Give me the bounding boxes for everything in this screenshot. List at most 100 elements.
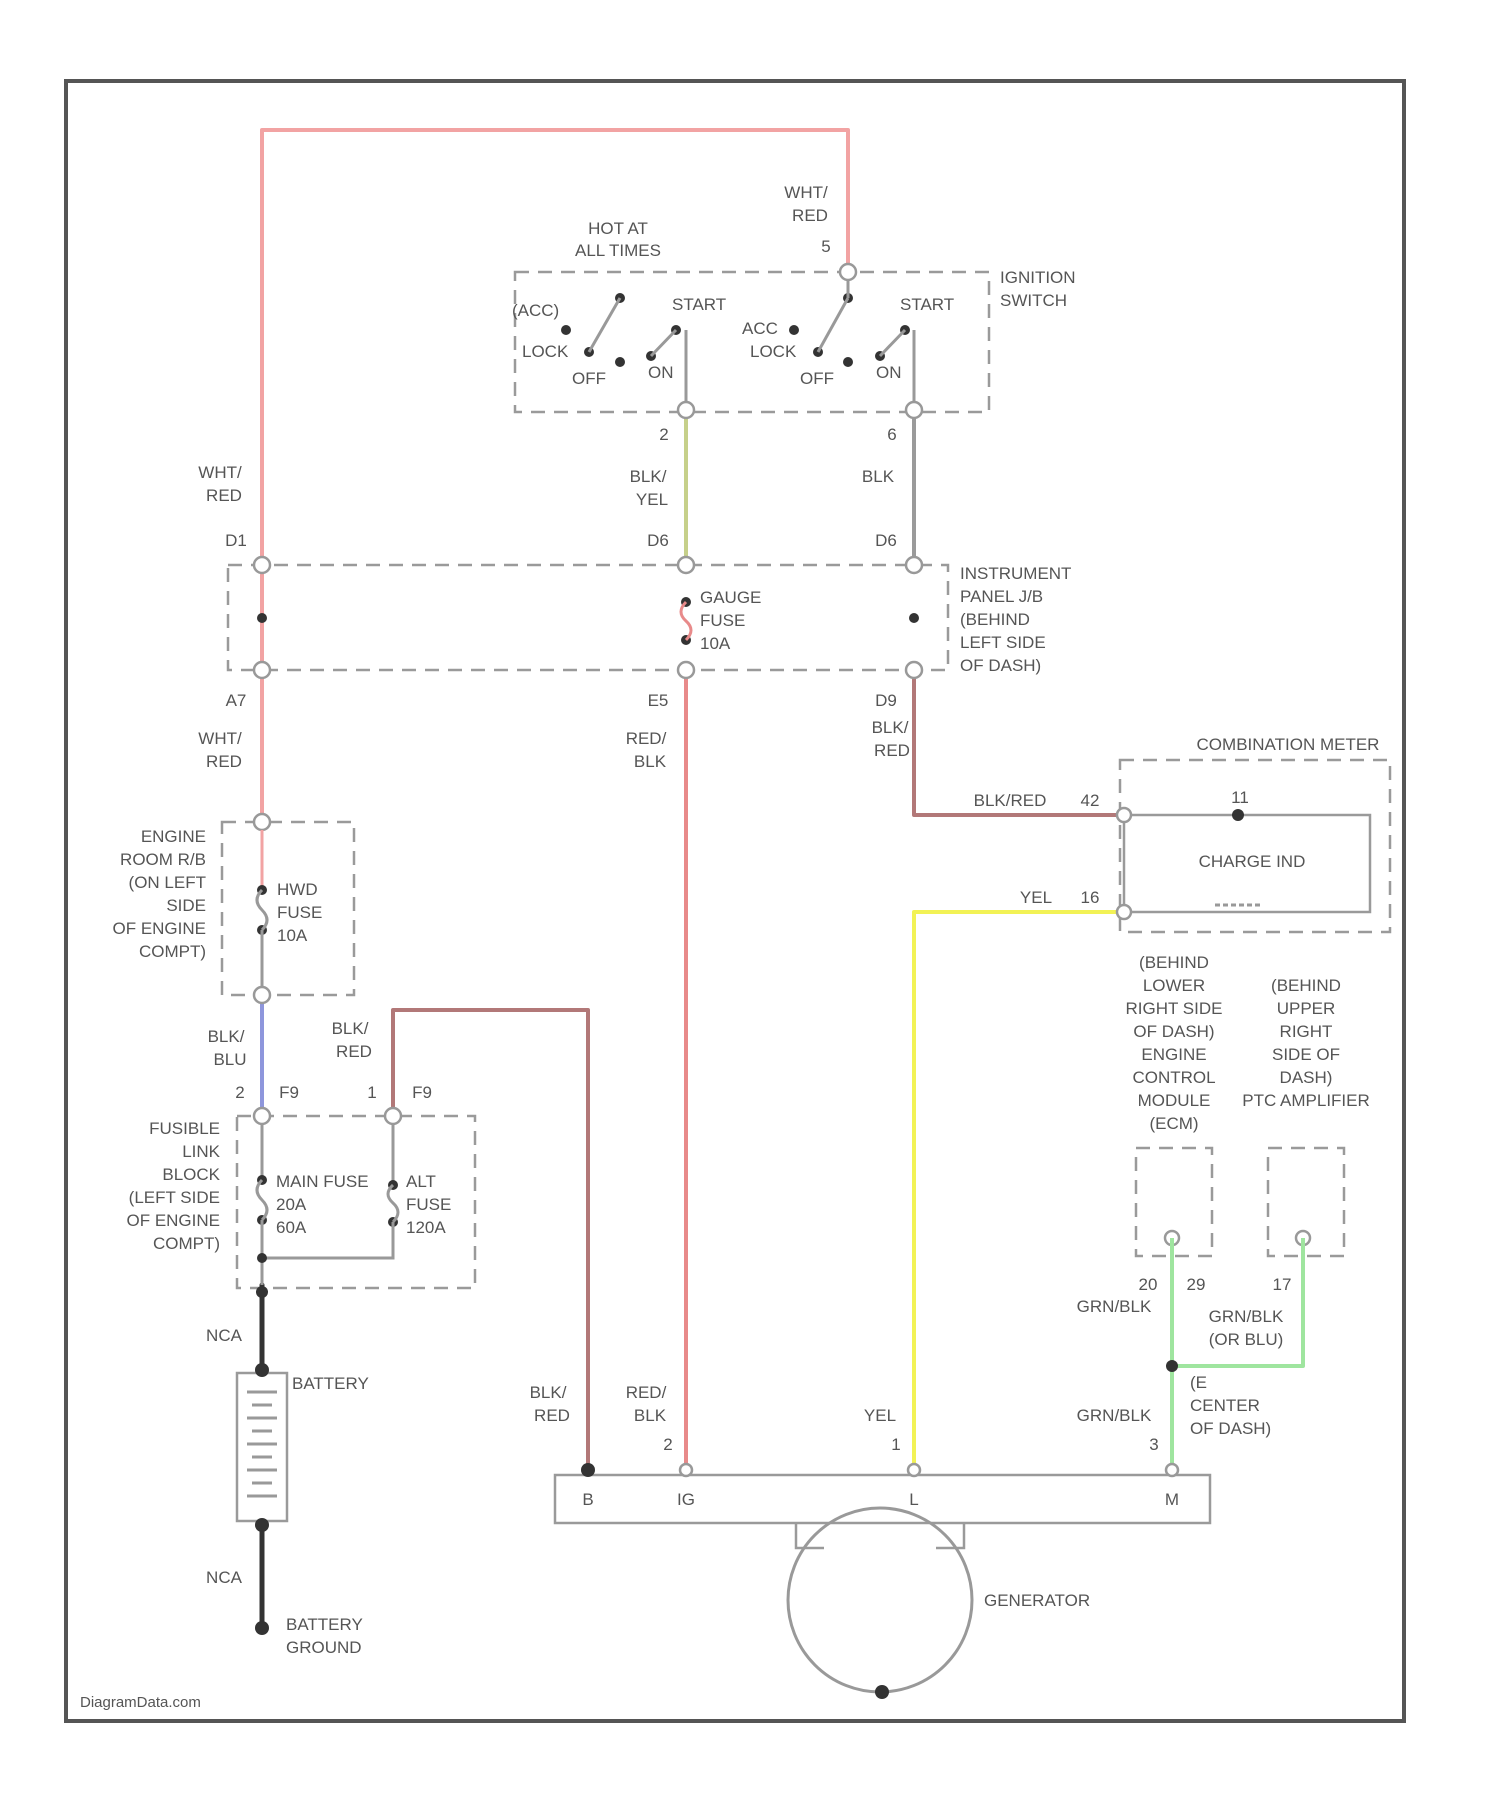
ecm-label-4: OF DASH) xyxy=(1133,1022,1214,1041)
ipjb-pin-bot-center: E5 xyxy=(648,691,669,710)
ignition-left-acc: (ACC) xyxy=(512,301,559,320)
gen-pin-m: 3 xyxy=(1149,1435,1158,1454)
wire-label-blk-blu-2: BLU xyxy=(213,1050,246,1069)
wire-label-ptc-out-2: (OR BLU) xyxy=(1209,1330,1284,1349)
ipjb-label-5: OF DASH) xyxy=(960,656,1041,675)
charge-ind-label: CHARGE IND xyxy=(1199,852,1306,871)
ipjb-pin-bot-left: A7 xyxy=(226,691,247,710)
ecm-label-6: CONTROL xyxy=(1132,1068,1215,1087)
battery-symbol xyxy=(237,1373,287,1521)
ptc-label-2: UPPER xyxy=(1277,999,1336,1018)
wire-label-blk-red-2: RED xyxy=(874,741,910,760)
gen-term-m-label: M xyxy=(1165,1490,1179,1509)
wire-label-left-top-2: RED xyxy=(206,486,242,505)
engine-room-rb-terminal-bottom xyxy=(254,987,270,1003)
ptc-label-3: RIGHT xyxy=(1280,1022,1333,1041)
fusible-label-5: OF ENGINE xyxy=(126,1211,220,1230)
engine-room-label-3: (ON LEFT xyxy=(129,873,206,892)
gen-term-b-label: B xyxy=(582,1490,593,1509)
wire-label-ptc-out-1: GRN/BLK xyxy=(1209,1307,1284,1326)
gen-term-ig-label: IG xyxy=(677,1490,695,1509)
gen-terminal-b xyxy=(581,1463,595,1477)
meter-pin-inner: 11 xyxy=(1231,788,1249,807)
wire-label-to-meter: BLK/RED xyxy=(974,791,1047,810)
wire-label-gen-b-1: BLK/ xyxy=(530,1383,567,1402)
ecm-label-2: LOWER xyxy=(1143,976,1205,995)
engine-room-label-5: OF ENGINE xyxy=(112,919,206,938)
battery-negative-post xyxy=(255,1518,269,1532)
fusible-pin-left: 2 xyxy=(235,1083,244,1102)
ipjb-pin-top-center: D6 xyxy=(647,531,669,550)
ignition-left-lock: LOCK xyxy=(522,342,569,361)
gauge-fuse-label-1: GAUGE xyxy=(700,588,761,607)
fusible-link-terminal-right xyxy=(385,1108,401,1124)
alt-fuse-label-2: FUSE xyxy=(406,1195,451,1214)
wire-label-alt-in-2: RED xyxy=(336,1042,372,1061)
ignition-switch-label-1: IGNITION xyxy=(1000,268,1076,287)
main-fuse-label-1: MAIN FUSE xyxy=(276,1172,369,1191)
ipjb-pin-top-right: D6 xyxy=(875,531,897,550)
ecm-pin-left: 20 xyxy=(1139,1275,1158,1294)
fusible-label-6: COMPT) xyxy=(153,1234,220,1253)
ptc-label-1: (BEHIND xyxy=(1271,976,1341,995)
wire-label-gen-ig-1: RED/ xyxy=(626,1383,667,1402)
fusible-link-junction xyxy=(257,1253,267,1263)
ipjb-label-4: LEFT SIDE xyxy=(960,633,1046,652)
ignition-pin-right: 6 xyxy=(887,425,896,444)
fusible-pin-right: 1 xyxy=(367,1083,376,1102)
meter-terminal-top xyxy=(1117,808,1131,822)
meter-pin-top: 42 xyxy=(1081,791,1100,810)
fusible-link-terminal-left xyxy=(254,1108,270,1124)
ipjb-terminal-bot-right xyxy=(906,662,922,678)
ptc-label-5: DASH) xyxy=(1280,1068,1333,1087)
wire-label-blk: BLK xyxy=(862,467,895,486)
hwd-fuse-label-2: FUSE xyxy=(277,903,322,922)
ipjb-left-junction xyxy=(257,613,267,623)
ipjb-right-junction xyxy=(909,613,919,623)
instrument-panel-jb-box xyxy=(228,565,948,670)
wire-label-gen-ig-2: BLK xyxy=(634,1406,667,1425)
battery-label: BATTERY xyxy=(292,1374,369,1393)
main-fuse-label-2: 20A xyxy=(276,1195,307,1214)
ipjb-terminal-top-right xyxy=(906,557,922,573)
wire-label-ecm-out: GRN/BLK xyxy=(1077,1297,1152,1316)
ignition-out-right-terminal xyxy=(906,402,922,418)
generator-connector-bar xyxy=(555,1475,1210,1523)
ignition-right-lock: LOCK xyxy=(750,342,797,361)
ignition-hot-label-2: ALL TIMES xyxy=(575,241,661,260)
ecm-pin-right: 29 xyxy=(1187,1275,1206,1294)
fusible-conn-right: F9 xyxy=(412,1083,432,1102)
gauge-fuse-label-2: FUSE xyxy=(700,611,745,630)
ignition-switch-left-contacts xyxy=(561,293,686,410)
ignition-input-pin: 5 xyxy=(821,237,830,256)
ipjb-terminal-top-left xyxy=(254,557,270,573)
wire-label-nca-top: NCA xyxy=(206,1326,243,1345)
ignition-right-on: ON xyxy=(876,363,902,382)
gauge-fuse-label-3: 10A xyxy=(700,634,731,653)
ipjb-pin-top-left: D1 xyxy=(225,531,247,550)
generator-neck xyxy=(796,1523,824,1548)
ipjb-pin-bot-right: D9 xyxy=(875,691,897,710)
ignition-input-wire-2: RED xyxy=(792,206,828,225)
wire-yel xyxy=(914,912,1124,1468)
engine-room-label-1: ENGINE xyxy=(141,827,206,846)
wire-label-gen-l: YEL xyxy=(864,1406,896,1425)
ignition-hot-label-1: HOT AT xyxy=(588,219,648,238)
wire-label-red-blk-2: BLK xyxy=(634,752,667,771)
gauge-fuse-symbol xyxy=(681,597,691,645)
engine-room-label-2: ROOM R/B xyxy=(120,850,206,869)
ignition-input-terminal xyxy=(840,264,856,280)
alt-fuse-symbol xyxy=(262,1124,398,1258)
meter-pin-bottom: 16 xyxy=(1081,888,1100,907)
ipjb-label-3: (BEHIND xyxy=(960,610,1030,629)
engine-room-rb-terminal-top xyxy=(254,814,270,830)
gen-term-l-label: L xyxy=(909,1490,918,1509)
ignition-right-off: OFF xyxy=(800,369,834,388)
ignition-left-off: OFF xyxy=(572,369,606,388)
wire-label-blk-red-1: BLK/ xyxy=(872,718,909,737)
wire-label-left-top-1: WHT/ xyxy=(198,463,242,482)
gen-terminal-l xyxy=(908,1464,920,1476)
ignition-out-left-terminal xyxy=(678,402,694,418)
ignition-right-acc: ACC xyxy=(742,319,778,338)
ecm-label-5: ENGINE xyxy=(1141,1045,1206,1064)
